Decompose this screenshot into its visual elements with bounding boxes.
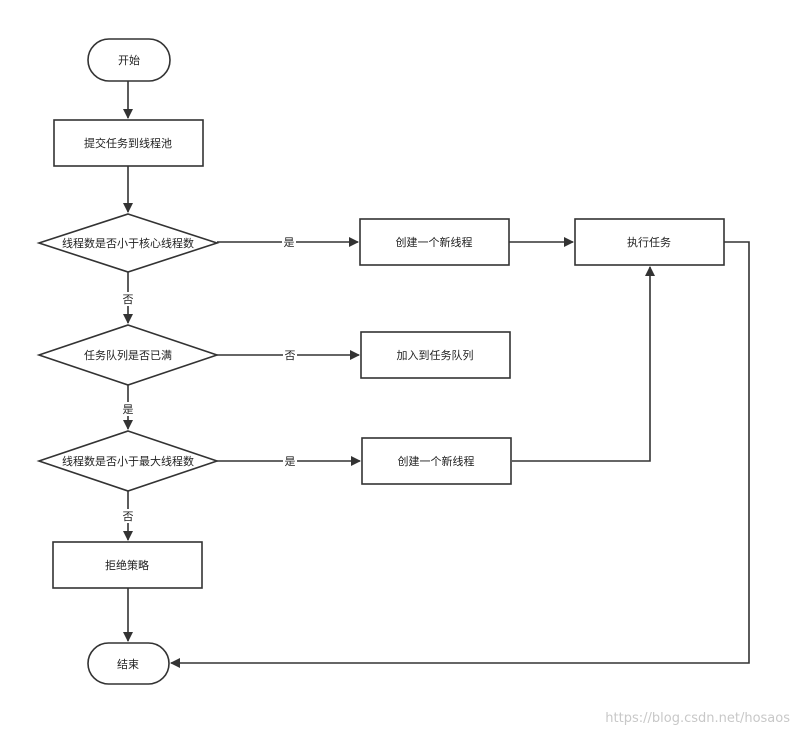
node-check-max-label: 线程数是否小于最大线程数 xyxy=(62,454,194,468)
node-submit: 提交任务到线程池 xyxy=(53,119,204,167)
edge-label-max-no: 否 xyxy=(123,510,134,523)
node-execute-label: 执行任务 xyxy=(627,235,671,249)
node-submit-label: 提交任务到线程池 xyxy=(84,136,172,150)
node-reject-label: 拒绝策略 xyxy=(105,558,149,572)
edge-label-queue-yes: 是 xyxy=(123,403,134,416)
node-create-thread-1: 创建一个新线程 xyxy=(359,218,510,266)
edge-label-queue-no: 否 xyxy=(285,349,296,362)
nodes: 开始 提交任务到线程池 线程数是否小于核心线程数 创建一个新线程 执行任务 任务… xyxy=(36,38,725,685)
node-execute: 执行任务 xyxy=(574,218,725,266)
node-start-label: 开始 xyxy=(118,53,140,67)
node-create-thread-2: 创建一个新线程 xyxy=(361,437,512,485)
node-check-queue: 任务队列是否已满 xyxy=(36,324,220,386)
edge-labels: 是 否 否 是 是 否 xyxy=(121,235,297,523)
edge-execute-to-end xyxy=(170,241,750,668)
node-check-queue-label: 任务队列是否已满 xyxy=(84,348,172,362)
edge-create2-to-execute xyxy=(512,266,655,462)
node-create-thread-1-label: 创建一个新线程 xyxy=(396,235,473,249)
node-start: 开始 xyxy=(87,38,171,82)
node-add-queue: 加入到任务队列 xyxy=(360,331,511,379)
node-end-label: 结束 xyxy=(117,658,139,671)
node-check-core-label: 线程数是否小于核心线程数 xyxy=(62,236,194,250)
node-reject: 拒绝策略 xyxy=(52,541,203,589)
node-create-thread-2-label: 创建一个新线程 xyxy=(398,454,475,468)
edge-label-core-yes: 是 xyxy=(284,236,295,249)
edge-label-max-yes: 是 xyxy=(285,455,296,468)
edge-label-core-no: 否 xyxy=(123,293,134,306)
node-end: 结束 xyxy=(87,642,170,685)
watermark-text: https://blog.csdn.net/hosaos xyxy=(605,711,790,726)
node-check-max: 线程数是否小于最大线程数 xyxy=(36,430,220,492)
node-add-queue-label: 加入到任务队列 xyxy=(397,348,474,362)
node-check-core: 线程数是否小于核心线程数 xyxy=(36,213,220,273)
